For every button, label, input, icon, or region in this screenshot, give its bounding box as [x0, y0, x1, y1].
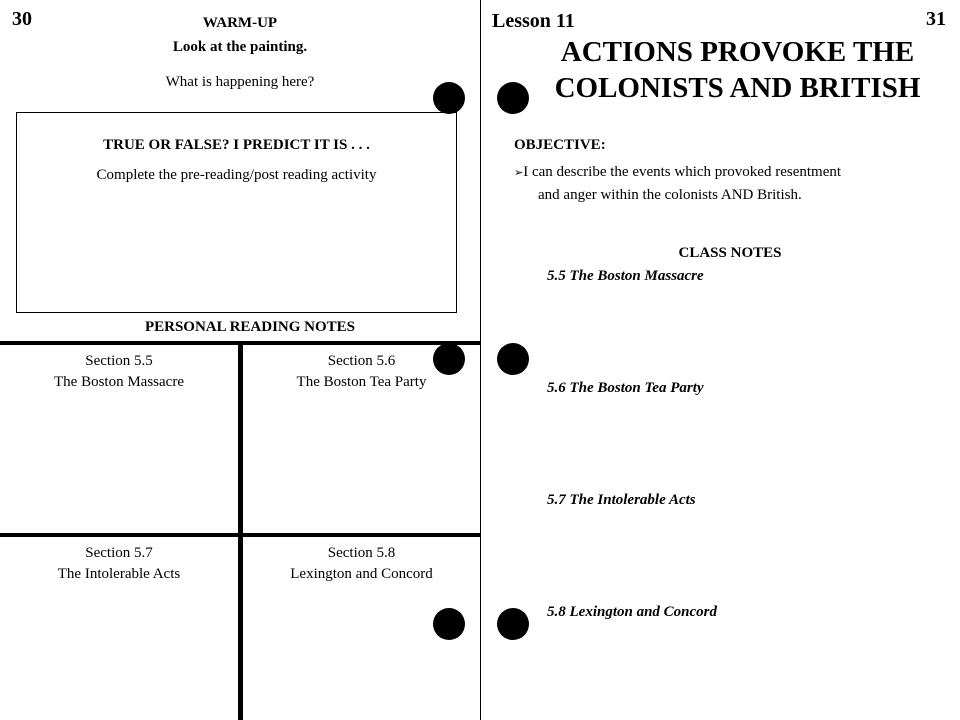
section-title: The Boston Massacre: [54, 374, 184, 390]
lesson-title-line-1: ACTIONS PROVOKE THE: [560, 36, 915, 68]
lesson-title: ACTIONS PROVOKE THE COLONISTS AND BRITIS…: [530, 34, 945, 106]
objective-line-1: I can describe the events which provoked…: [523, 164, 842, 180]
section-number: Section 5.7: [85, 545, 153, 561]
grid-line-vertical: [238, 341, 243, 720]
binder-hole-icon: [497, 608, 529, 640]
lesson-title-line-2: COLONISTS AND BRITISH: [554, 72, 921, 104]
section-5-8-cell: Section 5.8 Lexington and Concord: [243, 543, 480, 585]
true-false-box: TRUE OR FALSE? I PREDICT IT IS . . . Com…: [16, 112, 457, 313]
page-divider: [480, 0, 481, 720]
class-note-item: 5.5 The Boston Massacre: [547, 268, 704, 284]
class-note-item: 5.7 The Intolerable Acts: [547, 492, 696, 508]
section-title: Lexington and Concord: [290, 566, 433, 582]
true-false-title: TRUE OR FALSE? I PREDICT IT IS . . .: [103, 137, 370, 153]
right-page-number: 31: [926, 8, 946, 30]
class-note-item: 5.8 Lexington and Concord: [547, 604, 718, 620]
objective-label: OBJECTIVE:: [514, 137, 606, 153]
section-5-6-cell: Section 5.6 The Boston Tea Party: [243, 351, 480, 393]
objective-text: ➢I can describe the events which provoke…: [514, 161, 954, 207]
class-notes-heading: CLASS NOTES: [678, 245, 782, 261]
section-title: The Intolerable Acts: [57, 566, 181, 582]
lesson-label: Lesson 11: [492, 10, 575, 32]
arrow-bullet-icon: ➢: [514, 166, 524, 179]
section-5-5-cell: Section 5.5 The Boston Massacre: [0, 351, 238, 393]
reading-notes-heading: PERSONAL READING NOTES: [144, 319, 356, 335]
warmup-instruction: Look at the painting.: [172, 39, 308, 55]
warmup-question: What is happening here?: [165, 74, 315, 90]
binder-hole-icon: [433, 608, 465, 640]
left-page-number: 30: [12, 8, 32, 30]
binder-hole-icon: [497, 82, 529, 114]
section-title: The Boston Tea Party: [296, 374, 427, 390]
section-number: Section 5.5: [85, 353, 153, 369]
class-note-item: 5.6 The Boston Tea Party: [547, 380, 704, 396]
section-5-7-cell: Section 5.7 The Intolerable Acts: [0, 543, 238, 585]
warmup-title: WARM-UP: [202, 15, 278, 31]
section-number: Section 5.6: [327, 353, 396, 369]
section-number: Section 5.8: [327, 545, 396, 561]
binder-hole-icon: [433, 343, 465, 375]
binder-hole-icon: [497, 343, 529, 375]
true-false-instruction: Complete the pre-reading/post reading ac…: [96, 167, 377, 183]
binder-hole-icon: [433, 82, 465, 114]
objective-line-2: and anger within the colonists AND Briti…: [538, 187, 802, 203]
